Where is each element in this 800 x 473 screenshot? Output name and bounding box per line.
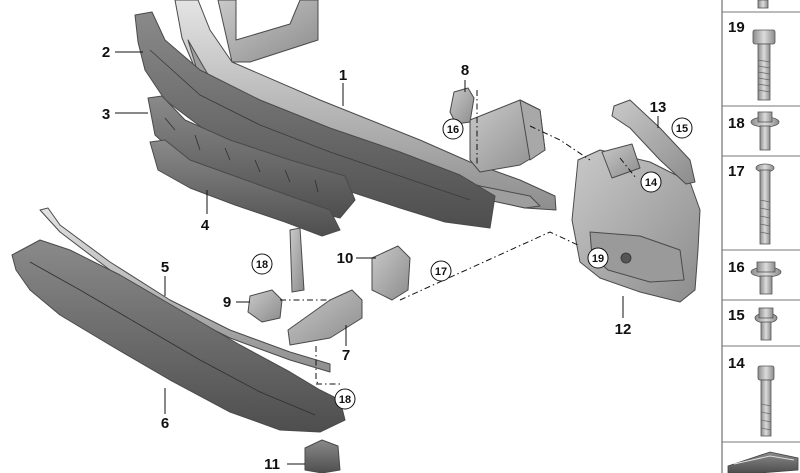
svg-text:16: 16 — [447, 124, 459, 136]
lower-absorber — [147, 95, 356, 237]
parts-panel: 19 18 17 16 15 — [721, 0, 800, 473]
panel-label-14: 14 — [728, 355, 745, 372]
circled-callout-15: 15 — [671, 117, 693, 139]
svg-text:18: 18 — [339, 394, 351, 406]
svg-text:18: 18 — [256, 259, 268, 271]
lower-deflector — [11, 239, 346, 433]
collar-screw-icon — [754, 307, 778, 341]
callout-13: 13 — [650, 99, 667, 116]
side-strut — [601, 99, 696, 185]
panel-label-17: 17 — [728, 163, 745, 180]
callout-4: 4 — [201, 217, 210, 234]
partial-screw-icon — [757, 0, 769, 9]
callout-2: 2 — [102, 44, 110, 61]
washer-screw-icon — [750, 111, 780, 151]
leader-lines — [115, 51, 659, 465]
svg-text:14: 14 — [645, 177, 658, 189]
long-screw-icon — [755, 163, 775, 245]
bracket-parts — [247, 227, 411, 346]
circled-callout-14: 14 — [640, 171, 662, 193]
callout-11: 11 — [264, 456, 280, 473]
circled-callouts: 16 15 14 19 17 18 18 — [251, 117, 693, 410]
callout-7: 7 — [342, 347, 350, 364]
callout-1: 1 — [339, 67, 347, 84]
callout-labels: 1 2 3 4 5 6 7 8 9 10 11 12 13 — [102, 44, 667, 473]
callout-10: 10 — [337, 250, 354, 267]
long-bolt-icon — [752, 29, 776, 101]
circled-callout-18-lower: 18 — [334, 388, 356, 410]
panel-label-16: 16 — [728, 259, 745, 276]
callout-3: 3 — [102, 106, 110, 123]
panel-clip-icon — [727, 451, 799, 473]
callout-8: 8 — [461, 62, 469, 79]
callout-6: 6 — [161, 415, 169, 432]
circled-callout-17: 17 — [430, 260, 452, 282]
svg-text:19: 19 — [592, 253, 604, 265]
small-bracket — [449, 87, 475, 125]
circled-callout-19: 19 — [587, 247, 609, 269]
callout-12: 12 — [615, 321, 632, 338]
panel-label-19: 19 — [728, 19, 745, 36]
flange-nut-icon — [750, 261, 782, 295]
circled-callout-18-upper: 18 — [251, 253, 273, 275]
svg-text:17: 17 — [435, 266, 447, 278]
callout-9: 9 — [223, 294, 231, 311]
assembly-lines — [280, 90, 637, 385]
svg-text:15: 15 — [676, 123, 688, 135]
panel-label-15: 15 — [728, 307, 745, 324]
callout-5: 5 — [161, 259, 169, 276]
clip-part — [304, 439, 341, 473]
short-bolt-icon — [757, 365, 775, 437]
panel-label-18: 18 — [728, 115, 745, 132]
circled-callout-16: 16 — [442, 118, 464, 140]
